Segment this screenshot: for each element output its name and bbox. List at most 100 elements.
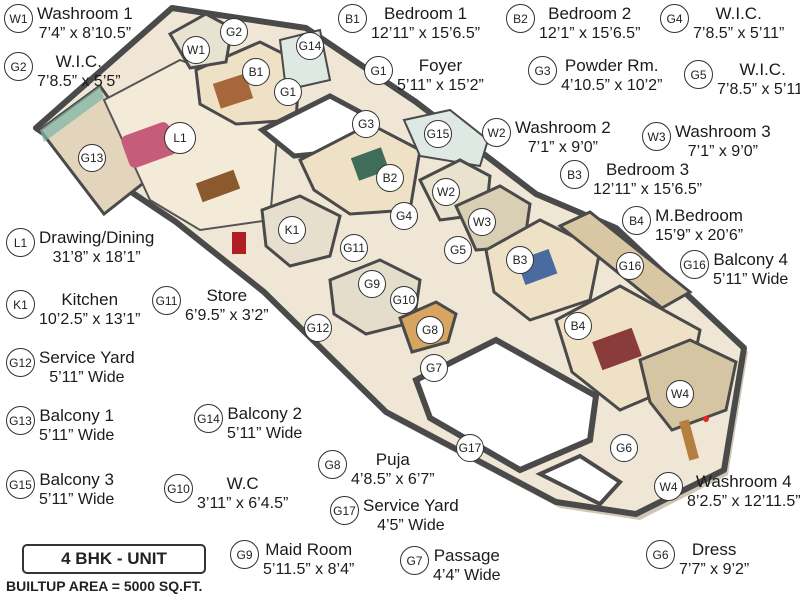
tag-W4: W4 [666, 380, 694, 408]
legend-badge: B3 [560, 160, 589, 189]
balcony-1-glass [40, 86, 104, 142]
legend-badge: G2 [4, 52, 33, 81]
room-name: Maid Room [265, 540, 353, 559]
room-dimensions: 31’8” x 18’1” [52, 249, 141, 266]
builtup-area-label: BUILTUP AREA = 5000 SQ.FT. [6, 578, 203, 594]
legend-badge: G4 [660, 4, 689, 33]
legend-badge: G5 [684, 60, 713, 89]
tag-G12: G12 [304, 314, 332, 342]
room-dimensions: 4’5” Wide [377, 517, 445, 534]
room-dimensions: 5’11” Wide [49, 369, 125, 386]
room-name: Drawing/Dining [39, 228, 155, 247]
service-yard-void [535, 453, 624, 507]
room-name: Bedroom 2 [548, 4, 632, 23]
legend-K1: K1 Kitchen 10’2.5” x 13’1” [6, 290, 140, 329]
room-dimensions: 5’11” Wide [227, 425, 303, 442]
room-name: Powder Rm. [564, 56, 659, 75]
tag-G2: G2 [220, 18, 248, 46]
central-void [412, 336, 600, 474]
room-name: Washroom 3 [675, 122, 771, 141]
room-dimensions: 7’8.5” x 5’5” [37, 73, 121, 90]
legend-L1: L1 Drawing/Dining 31’8” x 18’1” [6, 228, 154, 267]
room-name: Washroom 4 [695, 472, 792, 491]
room-dimensions: 7’8.5” x 5’11” [717, 81, 800, 98]
room-dimensions: 15’9” x 20’6” [655, 227, 744, 244]
legend-G2: G2 W.I.C.7’8.5” x 5’5” [4, 52, 121, 91]
tag-G9: G9 [358, 270, 386, 298]
legend-badge: B4 [622, 206, 651, 235]
room-name: Dress [691, 540, 737, 559]
room-dimensions: 12’11” x 15’6.5” [371, 25, 481, 42]
room-name: Service Yard [363, 496, 459, 515]
tag-K1: K1 [278, 216, 306, 244]
legend-badge: L1 [6, 228, 35, 257]
tag-G13: G13 [78, 144, 106, 172]
legend-W1: W1 Washroom 1 7’4” x 8’10.5” [4, 4, 133, 43]
room-dimensions: 5’11” Wide [713, 271, 789, 288]
legend-G14: G14 Balcony 2 5’11” Wide [194, 404, 302, 443]
room-dimensions: 7’1” x 9’0” [527, 139, 598, 156]
legend-G5: G5 W.I.C. 7’8.5” x 5’11” [684, 60, 800, 99]
room-dimensions: 7’8.5” x 5’11” [693, 25, 785, 42]
legend-badge: K1 [6, 290, 35, 319]
room-name: Washroom 1 [37, 4, 133, 23]
room-name: Washroom 2 [515, 118, 611, 137]
tag-G3: G3 [352, 110, 380, 138]
legend-badge: G15 [6, 470, 35, 499]
legend-badge: G3 [528, 56, 557, 85]
door-main [678, 419, 700, 461]
dining-table [195, 169, 241, 203]
legend-badge: G1 [364, 56, 393, 85]
room-name: Kitchen [61, 290, 119, 309]
legend-badge: G13 [6, 406, 35, 435]
room-name: Balcony 1 [39, 406, 114, 425]
room-dimensions: 7’4” x 8’10.5” [38, 25, 132, 42]
tag-G14: G14 [296, 32, 324, 60]
legend-badge: G14 [194, 404, 223, 433]
legend-badge: W3 [642, 122, 671, 151]
room-dimensions: 12’11” x 15’6.5” [593, 181, 703, 198]
tag-W1: W1 [182, 36, 210, 64]
tag-G17: G17 [456, 434, 484, 462]
bed-master [592, 327, 642, 371]
room-dimensions: 10’2.5” x 13’1” [39, 311, 141, 328]
legend-W2: W2 Washroom 2 7’1” x 9’0” [482, 118, 611, 157]
room-name: Balcony 2 [227, 404, 302, 423]
legend-W3: W3 Washroom 3 7’1” x 9’0” [642, 122, 771, 161]
room-dimensions: 4’8.5” x 6’7” [351, 471, 435, 488]
legend-G4: G4 W.I.C.7’8.5” x 5’11” [660, 4, 784, 43]
fridge [232, 232, 246, 254]
legend-badge: G8 [318, 450, 347, 479]
room-dimensions: 3’11” x 6’4.5” [197, 495, 289, 512]
room-dimensions: 7’7” x 9’2” [679, 561, 750, 578]
tag-B3: B3 [506, 246, 534, 274]
room-name: Balcony 3 [39, 470, 114, 489]
tag-B1: B1 [242, 58, 270, 86]
legend-badge: W1 [4, 4, 33, 33]
unit-type-label: 4 BHK - UNIT [22, 544, 206, 574]
room-dimensions: 4’10.5” x 10’2” [561, 77, 663, 94]
legend-badge: W2 [482, 118, 511, 147]
room-name: W.I.C. [739, 60, 786, 79]
room-dimensions: 6’9.5” x 3’2” [185, 307, 269, 324]
room-dimensions: 4’4” Wide [433, 567, 501, 584]
tag-G7: G7 [420, 354, 448, 382]
tag-G16: G16 [616, 252, 644, 280]
room-dimensions: 7’1” x 9’0” [687, 143, 758, 160]
tag-W3: W3 [468, 208, 496, 236]
tag-G10: G10 [390, 286, 418, 314]
